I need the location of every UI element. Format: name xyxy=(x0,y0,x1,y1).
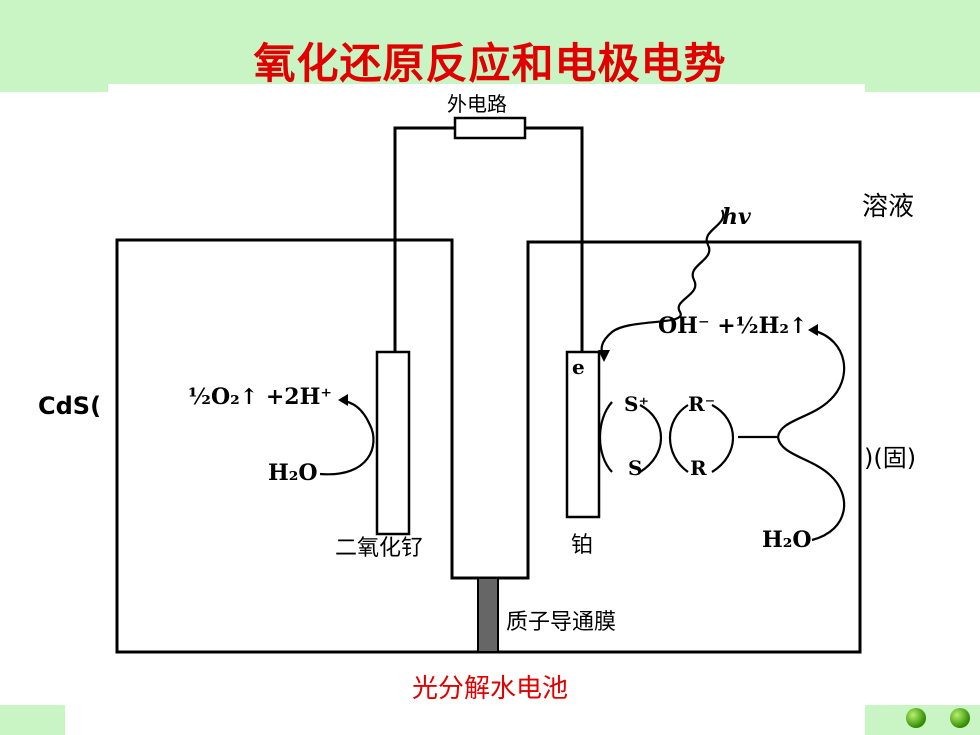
water-left-label: H₂O xyxy=(268,460,318,486)
r-arc-right xyxy=(711,404,735,473)
caption: 光分解水电池 xyxy=(411,674,568,704)
resistor xyxy=(453,116,527,140)
arrow-head-hv xyxy=(598,350,610,362)
water-reduction-curve xyxy=(776,328,846,542)
top-band xyxy=(0,0,980,92)
ruthenium-dioxide-label: 二氧化钌 xyxy=(335,536,424,561)
nav-prev-icon[interactable] xyxy=(906,708,926,728)
arrow-head-oxygen xyxy=(338,394,348,406)
external-circuit-wire xyxy=(393,126,584,352)
light-wave xyxy=(600,209,725,359)
external-circuit-label: 外电路 xyxy=(447,92,507,116)
solid-label: )(固) xyxy=(864,444,917,472)
s-arc-mid xyxy=(639,404,663,473)
bottom-band-left xyxy=(0,705,65,735)
slide-title: 氧化还原反应和电极电势 xyxy=(253,39,727,88)
nav-next-icon[interactable] xyxy=(950,708,970,728)
cds-label: CdS( xyxy=(38,392,102,420)
proton-membrane-label: 质子导通膜 xyxy=(506,610,617,635)
r-arc-left xyxy=(668,404,689,473)
s-plus-label: S⁺ xyxy=(624,392,649,416)
left-compartment xyxy=(115,238,862,654)
electron-label: e xyxy=(572,355,585,379)
oxygen-reaction-label: ½O₂↑ +2H⁺ xyxy=(188,384,332,410)
water-right-label: H₂O xyxy=(762,527,812,553)
s-arc-left xyxy=(598,401,613,473)
arrow-head-hydrogen xyxy=(808,324,818,336)
water-oxidation-arrow xyxy=(319,398,375,476)
hv-label: hv xyxy=(722,204,751,230)
hydrogen-reaction-label: OH⁻ +½H₂↑ xyxy=(658,313,808,339)
platinum-label: 铂 xyxy=(571,533,594,558)
ruthenium-dioxide-electrode xyxy=(375,350,411,536)
proton-membrane xyxy=(477,577,499,653)
s-label: S xyxy=(628,456,643,480)
solution-label: 溶液 xyxy=(862,192,915,222)
r-label: R xyxy=(690,456,707,480)
r-minus-label: R⁻ xyxy=(688,392,716,416)
